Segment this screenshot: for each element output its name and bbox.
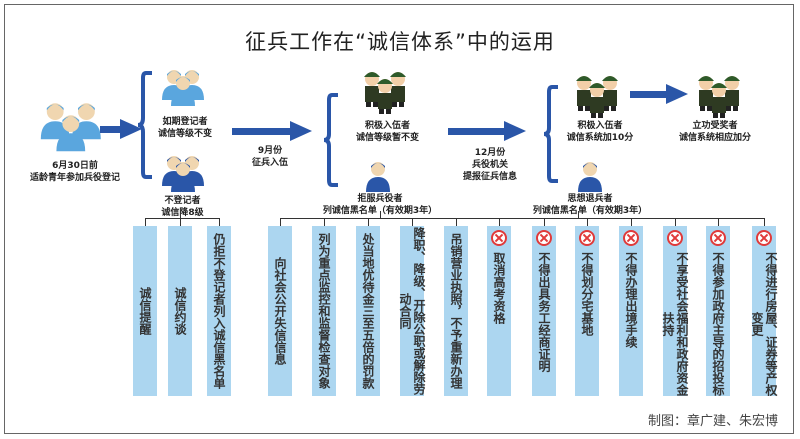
soldiers-icon xyxy=(698,76,740,118)
prohibited-icon xyxy=(491,230,507,246)
connector-line xyxy=(587,218,588,226)
connector-line xyxy=(145,218,220,219)
measure-box: 不得办理出境手续 xyxy=(619,226,643,396)
connector-line xyxy=(675,218,676,226)
connector-line xyxy=(280,218,281,226)
measure-text: 不得划分宅基地 xyxy=(580,252,594,336)
person-icon xyxy=(366,162,390,192)
deserter-label: 思想退兵者 列诚信黑名单（有效期3年） xyxy=(532,194,648,216)
active-label: 积极入伍者 诚信系统加10分 xyxy=(566,121,634,143)
registered-label: 如期登记者 诚信等级不变 xyxy=(157,117,212,139)
connector-line xyxy=(456,218,457,226)
measure-box: 不得划分宅基地 xyxy=(575,226,599,396)
brace-icon xyxy=(137,71,152,179)
connector-line xyxy=(412,218,413,226)
step2-label: 12月份 兵役机关 提报征兵信息 xyxy=(462,148,517,182)
connector-line xyxy=(544,218,545,226)
connector-line xyxy=(324,218,325,226)
prohibited-icon xyxy=(756,230,772,246)
connector-line xyxy=(499,218,500,226)
enlisted-label: 积极入伍者 诚信等级暂不变 xyxy=(355,121,419,143)
measure-box: 列为重点监控和监督检查对象 xyxy=(312,226,336,396)
connector-line xyxy=(280,218,765,219)
measure-text: 取消高考资格 xyxy=(492,252,506,324)
frame xyxy=(4,4,794,434)
measure-text: 诚信提醒 xyxy=(138,287,152,335)
step1-label: 9月份 征兵入伍 xyxy=(251,146,288,168)
connector-line xyxy=(219,218,220,226)
page-title: 征兵工作在“诚信体系”中的运用 xyxy=(245,30,555,54)
measure-box: 不享受社会福利和政府资金扶持 xyxy=(661,226,689,396)
refuse-label: 拒服兵役者 列诚信黑名单（有效期3年） xyxy=(323,194,437,216)
people-group-icon xyxy=(162,70,204,106)
measure-box: 降职、降级、开除公职或解除劳动合同 xyxy=(398,226,426,396)
measure-text: 不得进行房屋、证券等产权变更 xyxy=(750,252,778,396)
brace-icon xyxy=(323,93,338,187)
measure-text: 降职、降级、开除公职或解除劳动合同 xyxy=(398,227,426,395)
prohibited-icon xyxy=(710,230,726,246)
connector-line xyxy=(380,211,381,219)
connector-line xyxy=(631,218,632,226)
connector-line xyxy=(180,211,181,219)
measure-text: 处当地优待金三至五倍的罚款 xyxy=(361,233,375,389)
measure-text: 不得出具务工经商证明 xyxy=(537,252,551,372)
soldiers-icon xyxy=(576,76,618,118)
measure-box: 诚信提醒 xyxy=(133,226,157,396)
prohibited-icon xyxy=(667,230,683,246)
measure-box: 不得参加政府主导的招投标 xyxy=(706,226,730,396)
connector-line xyxy=(368,218,369,226)
merit-label: 立功受奖者 诚信系统相应加分 xyxy=(678,121,751,143)
measure-text: 列为重点监控和监督检查对象 xyxy=(317,233,331,389)
start-label: 6月30日前 适龄青年参加兵役登记 xyxy=(29,161,120,183)
measure-box: 仍拒不登记者列入诚信黑名单 xyxy=(207,226,231,396)
measure-text: 诚信约谈 xyxy=(173,287,187,335)
brace-icon xyxy=(543,85,558,183)
measure-text: 不得参加政府主导的招投标 xyxy=(711,252,725,396)
measure-box: 不得出具务工经商证明 xyxy=(532,226,556,396)
measure-text: 仍拒不登记者列入诚信黑名单 xyxy=(212,233,226,389)
connector-line xyxy=(145,218,146,226)
measure-box: 诚信约谈 xyxy=(168,226,192,396)
soldiers-icon xyxy=(364,72,406,114)
connector-line xyxy=(578,211,579,219)
not-registered-label: 不登记者 诚信降8级 xyxy=(161,196,204,218)
connector-line xyxy=(718,218,719,226)
measure-box: 向社会公开失信信息 xyxy=(268,226,292,396)
measure-box: 吊销营业执照，不予重新办理 xyxy=(444,226,468,396)
people-group-icon xyxy=(162,156,204,192)
measure-text: 向社会公开失信信息 xyxy=(273,257,287,365)
measure-text: 吊销营业执照，不予重新办理 xyxy=(449,233,463,389)
credit: 制图：章广建、朱宏博 xyxy=(647,414,778,429)
measure-box: 处当地优待金三至五倍的罚款 xyxy=(356,226,380,396)
prohibited-icon xyxy=(623,230,639,246)
prohibited-icon xyxy=(536,230,552,246)
connector-line xyxy=(764,218,765,226)
prohibited-icon xyxy=(579,230,595,246)
measure-text: 不享受社会福利和政府资金扶持 xyxy=(661,252,689,396)
connector-line xyxy=(180,218,181,226)
measure-box: 不得进行房屋、证券等产权变更 xyxy=(750,226,778,396)
measure-text: 不得办理出境手续 xyxy=(624,252,638,348)
person-icon xyxy=(578,162,602,192)
measure-box: 取消高考资格 xyxy=(487,226,511,396)
people-group-icon xyxy=(40,103,101,152)
